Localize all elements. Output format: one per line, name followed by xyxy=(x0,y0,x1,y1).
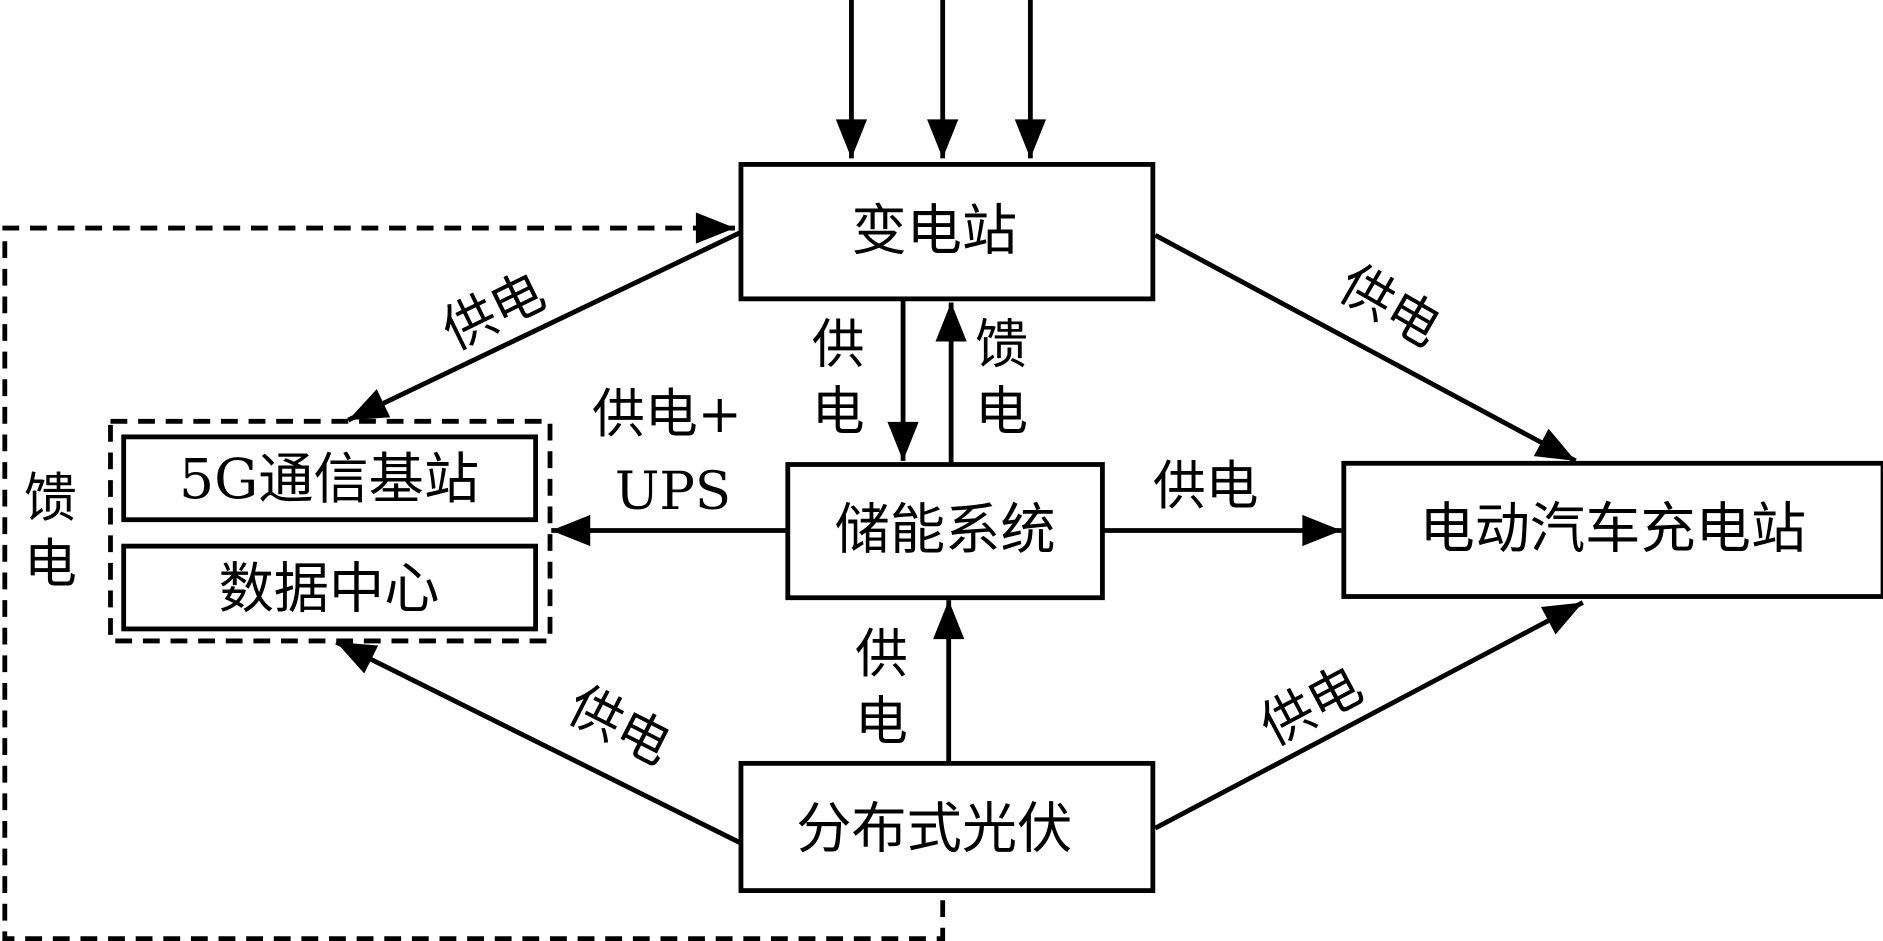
label-sub-storage-2: 电 xyxy=(812,382,865,443)
node-substation: 变电站 xyxy=(738,162,1156,302)
node-storage-label: 储能系统 xyxy=(835,499,1056,563)
load-group: 5G通信基站 数据中心 xyxy=(108,418,553,644)
label-storage-sub-2: 电 xyxy=(975,382,1028,443)
node-pv: 分布式光伏 xyxy=(738,760,1156,893)
label-feedback-2: 电 xyxy=(24,534,77,595)
label-storage-ev: 供电 xyxy=(1153,456,1259,517)
arrow-substation-to-ev xyxy=(1154,233,1577,464)
node-ev-station-label: 电动汽车充电站 xyxy=(1419,497,1806,561)
label-feedback-1: 馈 xyxy=(24,468,77,529)
label-sub-storage-1: 供 xyxy=(812,314,865,375)
node-pv-label: 分布式光伏 xyxy=(796,797,1072,861)
node-base-station-label: 5G通信基站 xyxy=(179,448,479,512)
label-pv-storage-1: 供 xyxy=(855,624,908,685)
arrow-substation-to-group xyxy=(347,230,741,423)
node-storage: 储能系统 xyxy=(785,462,1105,601)
label-pv-storage-2: 电 xyxy=(855,691,908,752)
node-data-center-label: 数据中心 xyxy=(219,557,440,621)
feedback-loop-line xyxy=(2,212,946,941)
label-storage-sub-1: 馈 xyxy=(975,314,1028,375)
label-substation-to-ev: 供电 xyxy=(1329,254,1451,360)
node-ev-station: 电动汽车充电站 xyxy=(1341,460,1883,599)
arrow-pv-to-ev xyxy=(1154,600,1584,831)
label-storage-group-1: 供电+ xyxy=(592,384,742,445)
node-substation-label: 变电站 xyxy=(851,200,1017,264)
label-storage-group-2: UPS xyxy=(615,461,731,522)
label-substation-to-group: 供电 xyxy=(433,261,555,362)
arrow-pv-to-group xyxy=(335,639,741,845)
label-pv-ev: 供电 xyxy=(1250,655,1372,758)
